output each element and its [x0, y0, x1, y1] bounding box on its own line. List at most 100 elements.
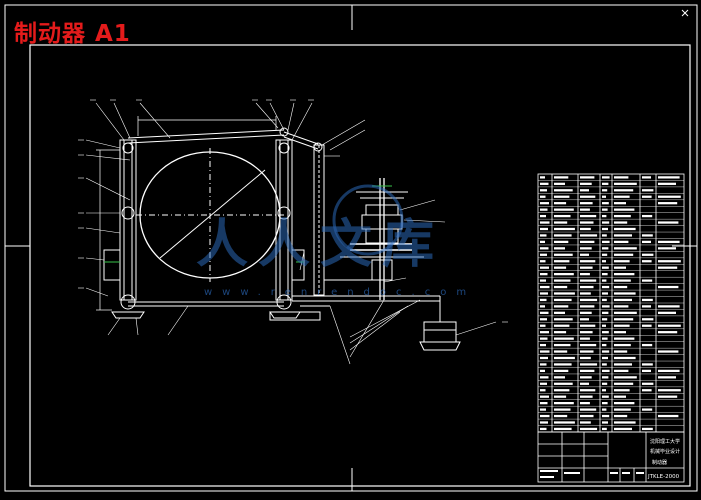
- parts-entry-mark: [540, 247, 549, 250]
- parts-entry-mark: [554, 227, 575, 231]
- parts-entry-mark: [614, 311, 637, 314]
- parts-entry-mark: [602, 234, 607, 237]
- parts-entry-mark: [614, 376, 637, 379]
- parts-entry-mark: [580, 285, 594, 289]
- parts-entry-mark: [614, 331, 626, 334]
- parts-entry-mark: [614, 324, 630, 327]
- counterweight: [419, 296, 461, 351]
- parts-entry-mark: [602, 214, 607, 218]
- parts-entry-mark: [580, 247, 592, 250]
- parts-entry-mark: [602, 331, 609, 334]
- parts-entry-mark: [614, 279, 631, 282]
- parts-entry-mark: [540, 324, 546, 327]
- parts-entry-mark: [658, 350, 679, 353]
- parts-entry-mark: [540, 214, 546, 218]
- parts-entry-mark: [602, 182, 609, 185]
- parts-entry-mark: [658, 414, 679, 418]
- parts-entry-mark: [602, 408, 607, 411]
- parts-entry-mark: [602, 247, 609, 250]
- parts-entry-mark: [580, 298, 598, 302]
- parts-entry-mark: [602, 402, 608, 405]
- parts-entry-mark: [658, 182, 676, 185]
- parts-entry-mark: [580, 195, 596, 198]
- parts-entry-mark: [614, 337, 635, 340]
- parts-entry-mark: [540, 427, 547, 431]
- parts-entry-mark: [540, 414, 550, 418]
- parts-entry-mark: [602, 227, 608, 231]
- parts-entry-mark: [554, 305, 569, 308]
- parts-entry-mark: [540, 395, 549, 398]
- title-block-drawing-name: 制动器: [652, 459, 667, 466]
- parts-entry-mark: [602, 376, 609, 379]
- parts-entry-mark: [602, 260, 606, 263]
- title-block-ink: [540, 470, 644, 478]
- parts-entry-mark: [614, 356, 636, 360]
- parts-entry-mark: [554, 214, 571, 218]
- parts-entry-mark: [554, 389, 570, 392]
- parts-entry-mark: [540, 195, 546, 198]
- parts-entry-mark: [554, 240, 569, 244]
- parts-entry-mark: [554, 202, 567, 205]
- title-block-project: 机械毕业设计: [650, 448, 680, 455]
- parts-entry-mark: [540, 363, 547, 366]
- parts-entry-mark: [658, 331, 678, 334]
- parts-entry-mark: [540, 221, 550, 224]
- parts-entry-mark: [642, 363, 653, 366]
- parts-entry-mark: [580, 240, 595, 244]
- parts-entry-mark: [540, 202, 549, 205]
- parts-entry-mark: [614, 414, 628, 418]
- parts-entry-mark: [658, 369, 680, 373]
- parts-entry-mark: [602, 363, 607, 366]
- parts-entry-mark: [614, 260, 630, 263]
- parts-entry-mark: [614, 427, 632, 431]
- parts-entry-mark: [602, 266, 609, 269]
- parts-entry-mark: [554, 350, 568, 353]
- parts-entry-mark: [642, 240, 651, 244]
- parts-entry-mark: [554, 318, 573, 321]
- parts-entry-mark: [554, 260, 570, 263]
- parts-entry-mark: [554, 363, 572, 366]
- parts-entry-mark: [554, 382, 573, 385]
- parts-list-rows: [538, 180, 684, 426]
- parts-entry-mark: [614, 240, 629, 244]
- top-tie-rod: [127, 127, 323, 152]
- parts-entry-mark: [580, 369, 595, 373]
- parts-entry-mark: [580, 356, 591, 360]
- parts-entry-mark: [554, 273, 574, 276]
- parts-entry-mark: [602, 285, 610, 289]
- parts-entry-mark: [614, 408, 631, 411]
- parts-entry-mark: [614, 350, 628, 353]
- parts-entry-mark: [658, 247, 676, 250]
- parts-entry-mark: [614, 292, 636, 295]
- parts-entry-mark: [602, 427, 607, 431]
- parts-entry-mark: [642, 408, 653, 411]
- parts-entry-mark: [614, 402, 635, 405]
- parts-entry-mark: [602, 292, 608, 295]
- left-brake-arm: [103, 139, 145, 319]
- parts-entry-mark: [614, 298, 632, 302]
- parts-entry-mark: [580, 402, 590, 405]
- outer-border: [4, 4, 698, 492]
- parts-entry-mark: [540, 350, 550, 353]
- parts-entry-mark: [642, 176, 651, 179]
- title-block-drawing-number: JTKLE-2000: [647, 474, 680, 480]
- title-block-university: 沈阳理工大学: [650, 438, 680, 445]
- watermark-url: www.renrendoc.com: [204, 287, 476, 298]
- parts-entry-mark: [580, 318, 589, 321]
- parts-entry-mark: [614, 253, 634, 256]
- parts-entry-mark: [540, 402, 548, 405]
- parts-entry-mark: [554, 331, 567, 334]
- parts-entry-mark: [554, 208, 574, 211]
- parts-entry-mark: [580, 395, 593, 398]
- parts-entry-mark: [658, 324, 681, 327]
- parts-entry-mark: [614, 208, 635, 211]
- parts-entry-mark: [540, 260, 546, 263]
- parts-entry-mark: [580, 350, 594, 353]
- parts-entry-mark: [540, 182, 549, 185]
- parts-entry-mark: [614, 305, 629, 308]
- parts-entry-mark: [614, 227, 636, 231]
- leader-lines: [85, 102, 497, 365]
- parts-entry-mark: [614, 369, 629, 373]
- parts-entry-mark: [658, 221, 679, 224]
- parts-entry-mark: [614, 176, 629, 179]
